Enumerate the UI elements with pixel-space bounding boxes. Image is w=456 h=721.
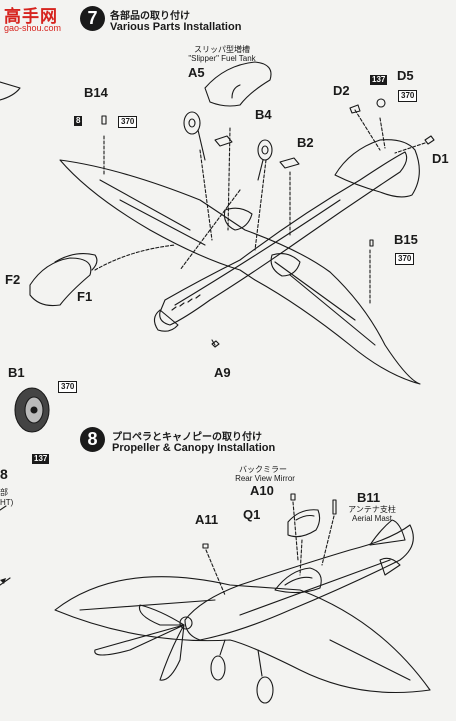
- step8-aircraft: [0, 493, 431, 704]
- arrow-left-edge: [0, 578, 6, 584]
- left-edge-number: 8: [0, 466, 8, 482]
- step8-number: 8: [80, 427, 105, 452]
- paint-code-d5-right: 370: [398, 90, 418, 102]
- part-a10: A10: [250, 483, 274, 498]
- part-b2: B2: [297, 135, 314, 150]
- part-b4: B4: [255, 107, 272, 122]
- paint-code-b14-left: 8: [74, 116, 83, 126]
- paint-code-b14-right: 370: [118, 116, 138, 128]
- part-d2: D2: [333, 83, 350, 98]
- step8-title-en: Propeller & Canopy Installation: [112, 442, 276, 454]
- step7-aircraft: [29, 61, 435, 385]
- b1-wheel: [14, 387, 50, 433]
- part-a11: A11: [195, 512, 219, 527]
- step7-number: 7: [80, 6, 105, 31]
- part-f1: F1: [77, 289, 93, 304]
- watermark-logo: 高手网 gao-shou.com: [2, 2, 70, 34]
- part-b11: B11: [357, 490, 381, 505]
- slipper-tank-label-en: "Slipper" Fuel Tank: [188, 54, 256, 63]
- step7-title-jp: 各部品の取り付け: [110, 11, 190, 22]
- paint-code-b15: 370: [395, 253, 415, 265]
- rear-mirror-label-en: Rear View Mirror: [235, 474, 295, 483]
- step7-title-en: Various Parts Installation: [110, 21, 242, 33]
- aerial-mast-label-jp: アンテナ支柱: [348, 505, 396, 514]
- watermark-url: gao-shou.com: [4, 23, 62, 33]
- watermark-logo-text: 高手网: [4, 7, 58, 27]
- paint-code-b1-top: 370: [58, 381, 78, 393]
- slipper-tank-label-jp: スリッパ型増槽: [194, 45, 250, 54]
- prev-step-wingtip: [0, 81, 21, 101]
- part-q1: Q1: [243, 507, 261, 522]
- part-b1: B1: [8, 365, 25, 380]
- step8-title-jp: プロペラとキャノピーの取り付け: [112, 432, 262, 443]
- left-edge-en-fragment: HT): [0, 498, 14, 507]
- part-a9: A9: [214, 365, 231, 380]
- paint-code-b1-bottom: 137: [32, 454, 50, 464]
- left-edge-jp-fragment: 部: [0, 488, 8, 497]
- rear-mirror-label-jp: バックミラー: [239, 465, 287, 474]
- part-b15: B15: [394, 232, 418, 247]
- part-d1: D1: [432, 151, 449, 166]
- aerial-mast-label-en: Aerial Mast: [351, 514, 392, 523]
- part-b14: B14: [84, 85, 108, 100]
- paint-code-d5-left: 137: [370, 75, 388, 85]
- part-a5: A5: [188, 65, 205, 80]
- part-d5: D5: [397, 68, 414, 83]
- part-f2: F2: [5, 272, 21, 287]
